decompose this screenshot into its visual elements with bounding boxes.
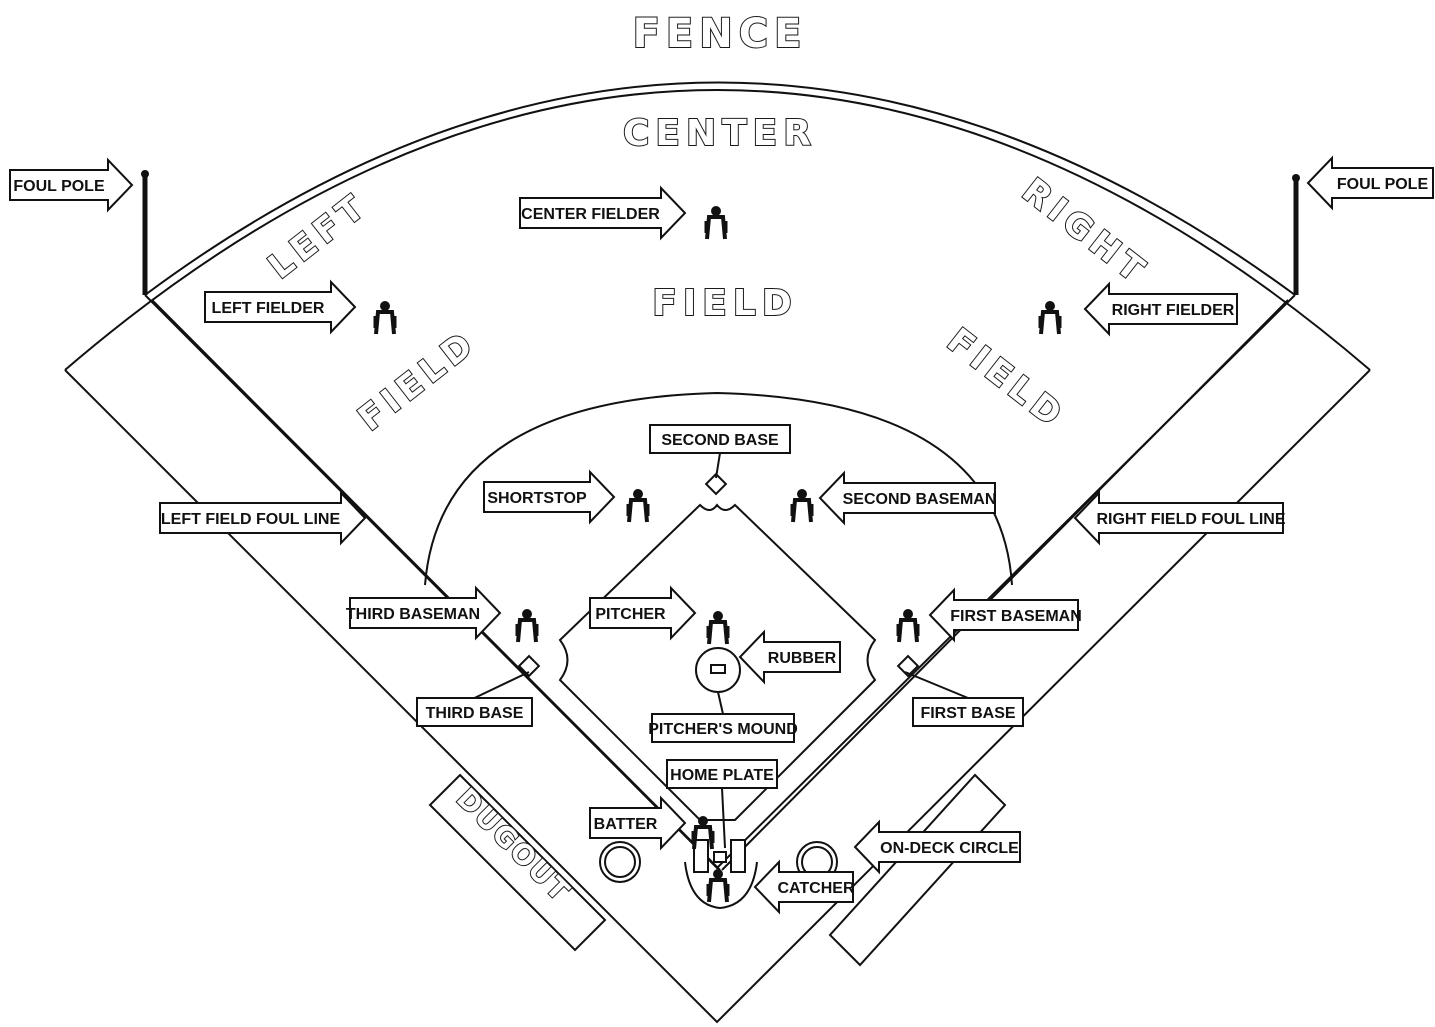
rubber-text: RUBBER [768,650,837,667]
home-plate-text: HOME PLATE [670,767,774,784]
shortstop-text: SHORTSTOP [487,490,587,507]
shortstop-label: SHORTSTOP [483,469,616,525]
pitchers-mound-text: PITCHER'S MOUND [648,721,798,738]
first-base-text: FIRST BASE [920,705,1015,722]
second-baseman-label: SECOND BASEMAN [818,470,997,526]
rubber-label: RUBBER [738,629,841,685]
left-field-foul-line-label: LEFT FIELD FOUL LINE [159,490,367,546]
pitchers-mound-callout: PITCHER'S MOUND [648,691,798,743]
batter-label: BATTER [589,795,687,851]
first-base-bag [896,654,920,678]
pitcher-figure [706,611,730,645]
dugout-right [828,773,1007,967]
third-base-text: THIRD BASE [426,705,524,722]
second-base-bag [704,472,728,496]
second-baseman-figure [790,489,814,523]
batter-figure [691,816,715,850]
first-baseman-figure [896,609,920,643]
right-label: RIGHT [1014,171,1156,294]
on-deck-circle-text: ON-DECK CIRCLE [880,840,1019,857]
home-plate-marker [713,851,727,863]
rubber-rect [710,664,726,674]
left-field-label: FIELD [351,322,485,439]
field-outline [64,81,1371,1024]
shortstop-figure [626,489,650,523]
center-field-label: FIELD [652,283,797,324]
right-field-foul-line-label: RIGHT FIELD FOUL LINE [1073,490,1286,546]
catcher-label: CATCHER [753,859,855,915]
batter-box-right [730,839,746,873]
batter-box-left [693,839,709,873]
right-field-label: FIELD [939,321,1073,438]
home-plate-circle [684,861,758,910]
center-fielder-figure [704,206,728,240]
foul-poles [141,170,1300,295]
center-label: CENTER [623,113,817,154]
second-baseman-text: SECOND BASEMAN [843,491,997,508]
third-base-callout: THIRD BASE [416,671,533,727]
right-fielder-figure [1038,301,1062,335]
third-baseman-figure [515,609,539,643]
fence-label: FENCE [632,10,808,58]
dugout-left: DUGOUT [428,773,607,952]
pitcher-label: PITCHER [589,585,697,641]
home-plate-callout: HOME PLATE [666,759,778,849]
third-base-bag [517,654,541,678]
left-field-foul-line-text: LEFT FIELD FOUL LINE [161,511,341,528]
left-fielder-figure [373,301,397,335]
catcher-text: CATCHER [777,880,854,897]
catcher-figure [706,869,730,903]
right-fielder-text: RIGHT FIELDER [1112,302,1235,319]
on-deck-circle-left [599,841,641,883]
third-baseman-text: THIRD BASEMAN [346,606,480,623]
infield-diamond [558,503,877,821]
foul-pole-right-text: FOUL POLE [1337,176,1429,193]
left-fielder-text: LEFT FIELDER [212,300,325,317]
foul-pole-right-label: FOUL POLE [1306,155,1434,211]
fence-title: FENCE [633,11,808,57]
pitcher-text: PITCHER [595,606,666,623]
batter-text: BATTER [594,816,658,833]
right-fielder-label: RIGHT FIELDER [1083,281,1238,337]
center-fielder-label: CENTER FIELDER [519,185,687,241]
left-label: LEFT [261,185,376,288]
arrow-labels: FOUL POLE FOUL POLE CENTER FIELDER LEFT FIE… [9,155,1434,915]
third-baseman-label: THIRD BASEMAN [346,585,502,641]
left-fielder-label: LEFT FIELDER [204,279,357,335]
right-field-foul-line-text: RIGHT FIELD FOUL LINE [1096,511,1285,528]
on-deck-circle-label: ON-DECK CIRCLE [853,819,1021,875]
player-figures [373,206,1062,903]
foul-pole-left-text: FOUL POLE [13,178,105,195]
center-fielder-text: CENTER FIELDER [521,206,660,223]
second-base-callout: SECOND BASE [649,424,791,479]
first-baseman-label: FIRST BASEMAN [928,587,1082,643]
foul-pole-left-label: FOUL POLE [9,157,134,213]
first-baseman-text: FIRST BASEMAN [950,608,1082,625]
second-base-text: SECOND BASE [661,432,779,449]
callout-labels: SECOND BASE THIRD BASE FIRST BASE PITCHER'S… [416,424,1024,849]
first-base-callout: FIRST BASE [904,671,1024,727]
